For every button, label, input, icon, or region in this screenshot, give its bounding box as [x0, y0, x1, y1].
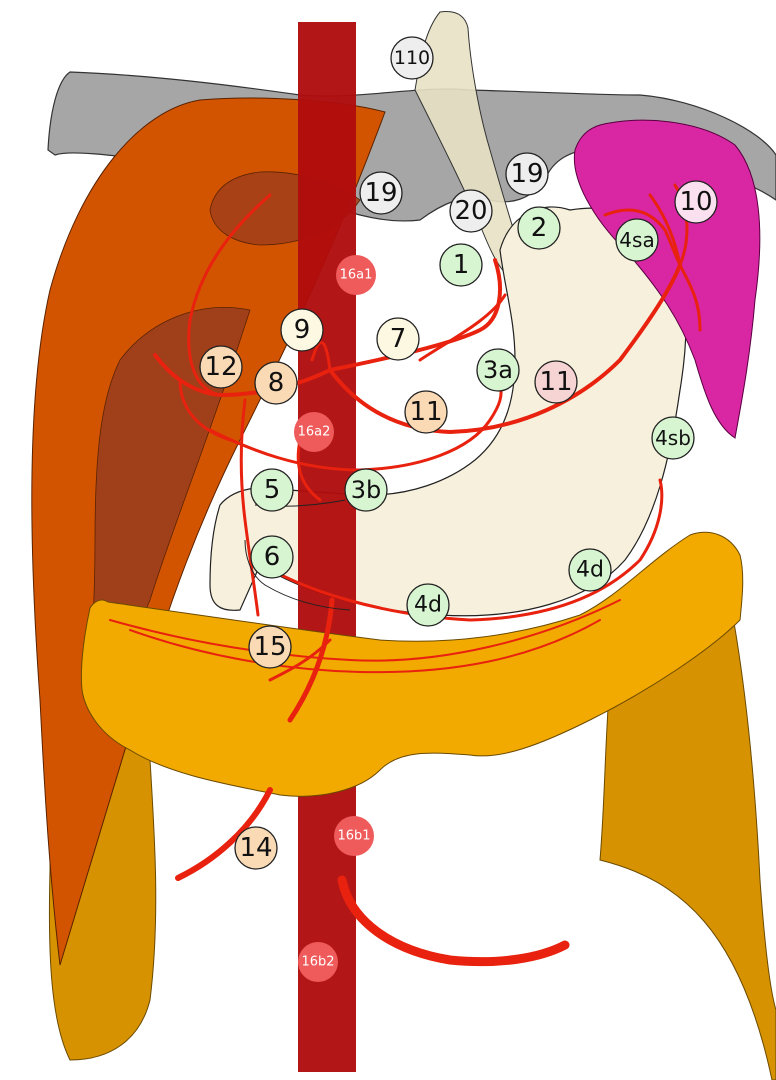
label-16b1: 16b1: [334, 816, 374, 856]
svg-text:6: 6: [264, 542, 281, 572]
svg-text:15: 15: [253, 632, 286, 662]
svg-text:19: 19: [510, 159, 543, 189]
label-20: 20: [450, 190, 492, 232]
svg-text:11: 11: [409, 397, 442, 427]
label-16b2: 16b2: [298, 942, 338, 982]
label-3b: 3b: [345, 469, 387, 511]
svg-text:16b2: 16b2: [301, 955, 334, 970]
svg-text:4d: 4d: [414, 593, 442, 618]
svg-text:5: 5: [264, 475, 281, 505]
label-6: 6: [251, 536, 293, 578]
label-110: 110: [391, 37, 433, 79]
label-8: 8: [255, 362, 297, 404]
svg-text:4sa: 4sa: [619, 228, 654, 252]
label-2: 2: [518, 207, 560, 249]
label-4d-center: 4d: [407, 584, 449, 626]
label-4sa: 4sa: [616, 219, 658, 261]
label-15: 15: [249, 626, 291, 668]
label-19-right: 19: [506, 153, 548, 195]
svg-text:9: 9: [294, 315, 311, 345]
label-9: 9: [281, 309, 323, 351]
svg-text:2: 2: [531, 213, 548, 243]
svg-text:12: 12: [204, 352, 237, 382]
label-10: 10: [675, 181, 717, 223]
label-16a2: 16a2: [294, 412, 334, 452]
label-4d-right: 4d: [569, 549, 611, 591]
svg-text:14: 14: [239, 833, 272, 863]
label-7: 7: [377, 318, 419, 360]
svg-text:10: 10: [679, 187, 712, 217]
svg-text:20: 20: [454, 196, 487, 226]
svg-text:4d: 4d: [576, 558, 604, 583]
label-11-center: 11: [405, 391, 447, 433]
svg-text:3b: 3b: [351, 476, 382, 504]
svg-text:110: 110: [394, 47, 430, 69]
svg-text:3a: 3a: [483, 356, 513, 384]
label-14: 14: [235, 827, 277, 869]
label-12: 12: [200, 346, 242, 388]
label-3a: 3a: [477, 349, 519, 391]
inferior-mesenteric-artery: [342, 880, 565, 962]
svg-text:1: 1: [453, 250, 470, 280]
label-1: 1: [440, 244, 482, 286]
label-4sb: 4sb: [652, 417, 694, 459]
svg-text:7: 7: [390, 324, 407, 354]
svg-text:16a1: 16a1: [340, 268, 373, 283]
svg-text:16a2: 16a2: [298, 425, 331, 440]
svg-text:11: 11: [539, 367, 572, 397]
label-19-left: 19: [360, 172, 402, 214]
label-16a1: 16a1: [336, 255, 376, 295]
svg-text:19: 19: [364, 178, 397, 208]
label-11-right: 11: [535, 361, 577, 403]
svg-text:16b1: 16b1: [337, 829, 370, 844]
label-5: 5: [251, 469, 293, 511]
aorta: [298, 22, 356, 1072]
svg-text:4sb: 4sb: [655, 426, 691, 450]
svg-text:8: 8: [268, 368, 285, 398]
